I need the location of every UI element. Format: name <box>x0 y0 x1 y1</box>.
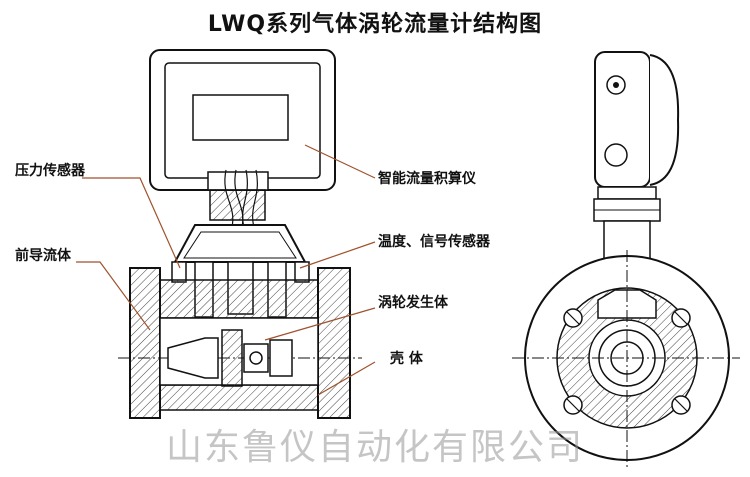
watermark: 山东鲁仪自动化有限公司 <box>165 427 584 468</box>
pipe-body-section <box>118 267 362 419</box>
label-vortex-generator: 涡轮发生体 <box>378 295 448 311</box>
label-temp-signal-sensor: 温度、信号传感器 <box>378 234 490 250</box>
label-shell: 壳 体 <box>390 351 423 367</box>
side-view <box>512 51 740 470</box>
label-integrator: 智能流量积算仪 <box>378 171 476 187</box>
label-front-flow-body: 前导流体 <box>15 248 71 264</box>
diagram-title: LWQ系列气体涡轮流量计结构图 <box>207 12 543 37</box>
label-pressure-sensor: 压力传感器 <box>15 163 85 179</box>
integrator-housing <box>149 49 336 191</box>
leader-lines <box>76 144 376 396</box>
integrator-neck <box>207 169 269 236</box>
